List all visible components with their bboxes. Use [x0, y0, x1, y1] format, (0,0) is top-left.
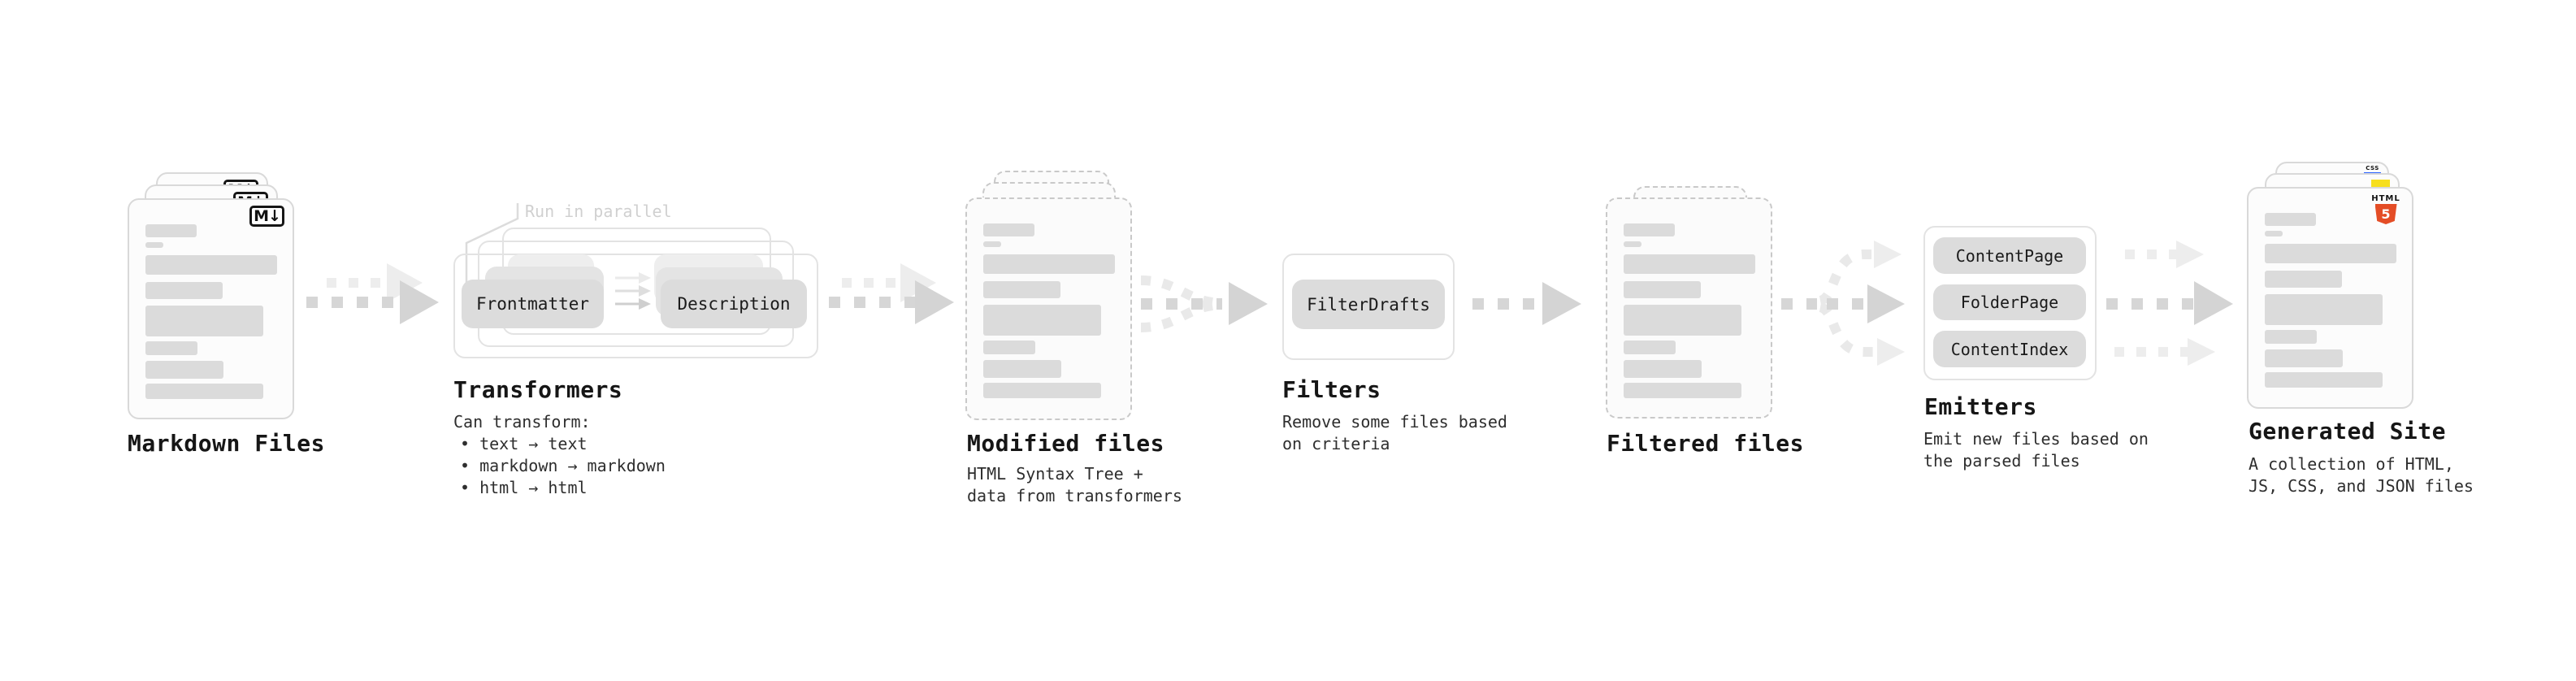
- generated-site-description: A collection of HTML, JS, CSS, and JSON …: [2249, 454, 2474, 496]
- emitter-pill-folderpage: FolderPage: [1933, 284, 2086, 320]
- doc-line: [1624, 254, 1755, 274]
- doc-line: [1624, 305, 1741, 336]
- markdown-icon: M↓: [249, 206, 284, 227]
- filters-description: Remove some files based on criteria: [1282, 412, 1507, 453]
- doc-line: [145, 242, 163, 248]
- doc-line: [983, 223, 1034, 236]
- transformer-pill-frontmatter: Frontmatter: [462, 280, 604, 328]
- modified-files-description: HTML Syntax Tree + data from transformer…: [967, 464, 1182, 505]
- emitter-pill-contentpage: ContentPage: [1933, 237, 2086, 274]
- markdown-file-card-front: M↓: [128, 198, 294, 419]
- arrow-transformers-to-modified: [829, 263, 954, 324]
- list-item: text → text: [460, 433, 666, 455]
- transformers-description: Can transform:: [453, 412, 591, 432]
- stage-label-filtered-files: Filtered files: [1607, 430, 1805, 457]
- filter-pill-filterdrafts: FilterDrafts: [1292, 280, 1445, 329]
- doc-line: [1624, 360, 1702, 378]
- html5-shield-icon: 5: [2374, 204, 2397, 224]
- stage-label-generated-site: Generated Site: [2249, 418, 2447, 445]
- doc-line: [983, 254, 1115, 274]
- doc-line: [2265, 349, 2343, 367]
- transformers-capability-list: text → text markdown → markdown html → h…: [460, 433, 666, 499]
- doc-line: [2265, 330, 2317, 344]
- doc-line: [145, 255, 277, 275]
- emitters-box: [1923, 226, 2097, 380]
- doc-line: [983, 305, 1101, 336]
- transformer-parallel-arrows: [615, 272, 651, 310]
- doc-line: [983, 241, 1001, 247]
- arrow-filters-to-filtered: [1472, 282, 1581, 325]
- emitter-pill-contentindex: ContentIndex: [1933, 331, 2086, 367]
- list-item: markdown → markdown: [460, 455, 666, 477]
- doc-line: [983, 340, 1035, 354]
- doc-line: [2265, 294, 2383, 325]
- stage-label-filters: Filters: [1282, 376, 1381, 403]
- doc-line: [2265, 372, 2383, 388]
- doc-line: [145, 224, 197, 237]
- doc-line: [2265, 231, 2283, 236]
- doc-line: [1624, 340, 1676, 354]
- doc-line: [145, 361, 223, 379]
- arrow-filtered-to-emitters-split: [1781, 241, 1905, 366]
- arrow-modified-to-filters-merge: [1140, 275, 1268, 332]
- emitters-description: Emit new files based on the parsed files: [1923, 429, 2149, 471]
- doc-line: [1624, 383, 1741, 398]
- doc-line: [983, 281, 1060, 298]
- arrow-markdown-to-transformers: [306, 263, 439, 324]
- doc-line: [2265, 213, 2316, 226]
- transformer-layer-front: [453, 254, 818, 358]
- transformer-pill-description: Description: [661, 280, 807, 328]
- callout-leader-line: [465, 203, 519, 286]
- doc-line: [145, 282, 223, 299]
- doc-line: [1624, 241, 1641, 247]
- doc-line: [145, 341, 197, 355]
- doc-line: [1624, 281, 1701, 298]
- site-file-card-front: HTML 5: [2247, 187, 2413, 409]
- doc-line: [983, 360, 1061, 378]
- arrow-emitters-to-site: [2106, 241, 2233, 366]
- doc-line: [983, 383, 1101, 398]
- run-in-parallel-label: Run in parallel: [525, 202, 672, 221]
- filters-box: [1282, 254, 1455, 360]
- stage-label-transformers: Transformers: [453, 376, 623, 403]
- doc-line: [2265, 271, 2342, 288]
- filtered-file-card-front: [1606, 197, 1772, 419]
- stage-label-emitters: Emitters: [1924, 393, 2037, 420]
- doc-line: [145, 384, 263, 399]
- modified-file-card-front: [965, 197, 1132, 420]
- html5-icon: HTML 5: [2370, 194, 2402, 224]
- stage-label-markdown-files: Markdown Files: [128, 430, 326, 457]
- doc-line: [2265, 244, 2396, 263]
- doc-line: [145, 306, 263, 336]
- stage-label-modified-files: Modified files: [967, 430, 1165, 457]
- doc-line: [1624, 223, 1675, 236]
- list-item: html → html: [460, 477, 666, 499]
